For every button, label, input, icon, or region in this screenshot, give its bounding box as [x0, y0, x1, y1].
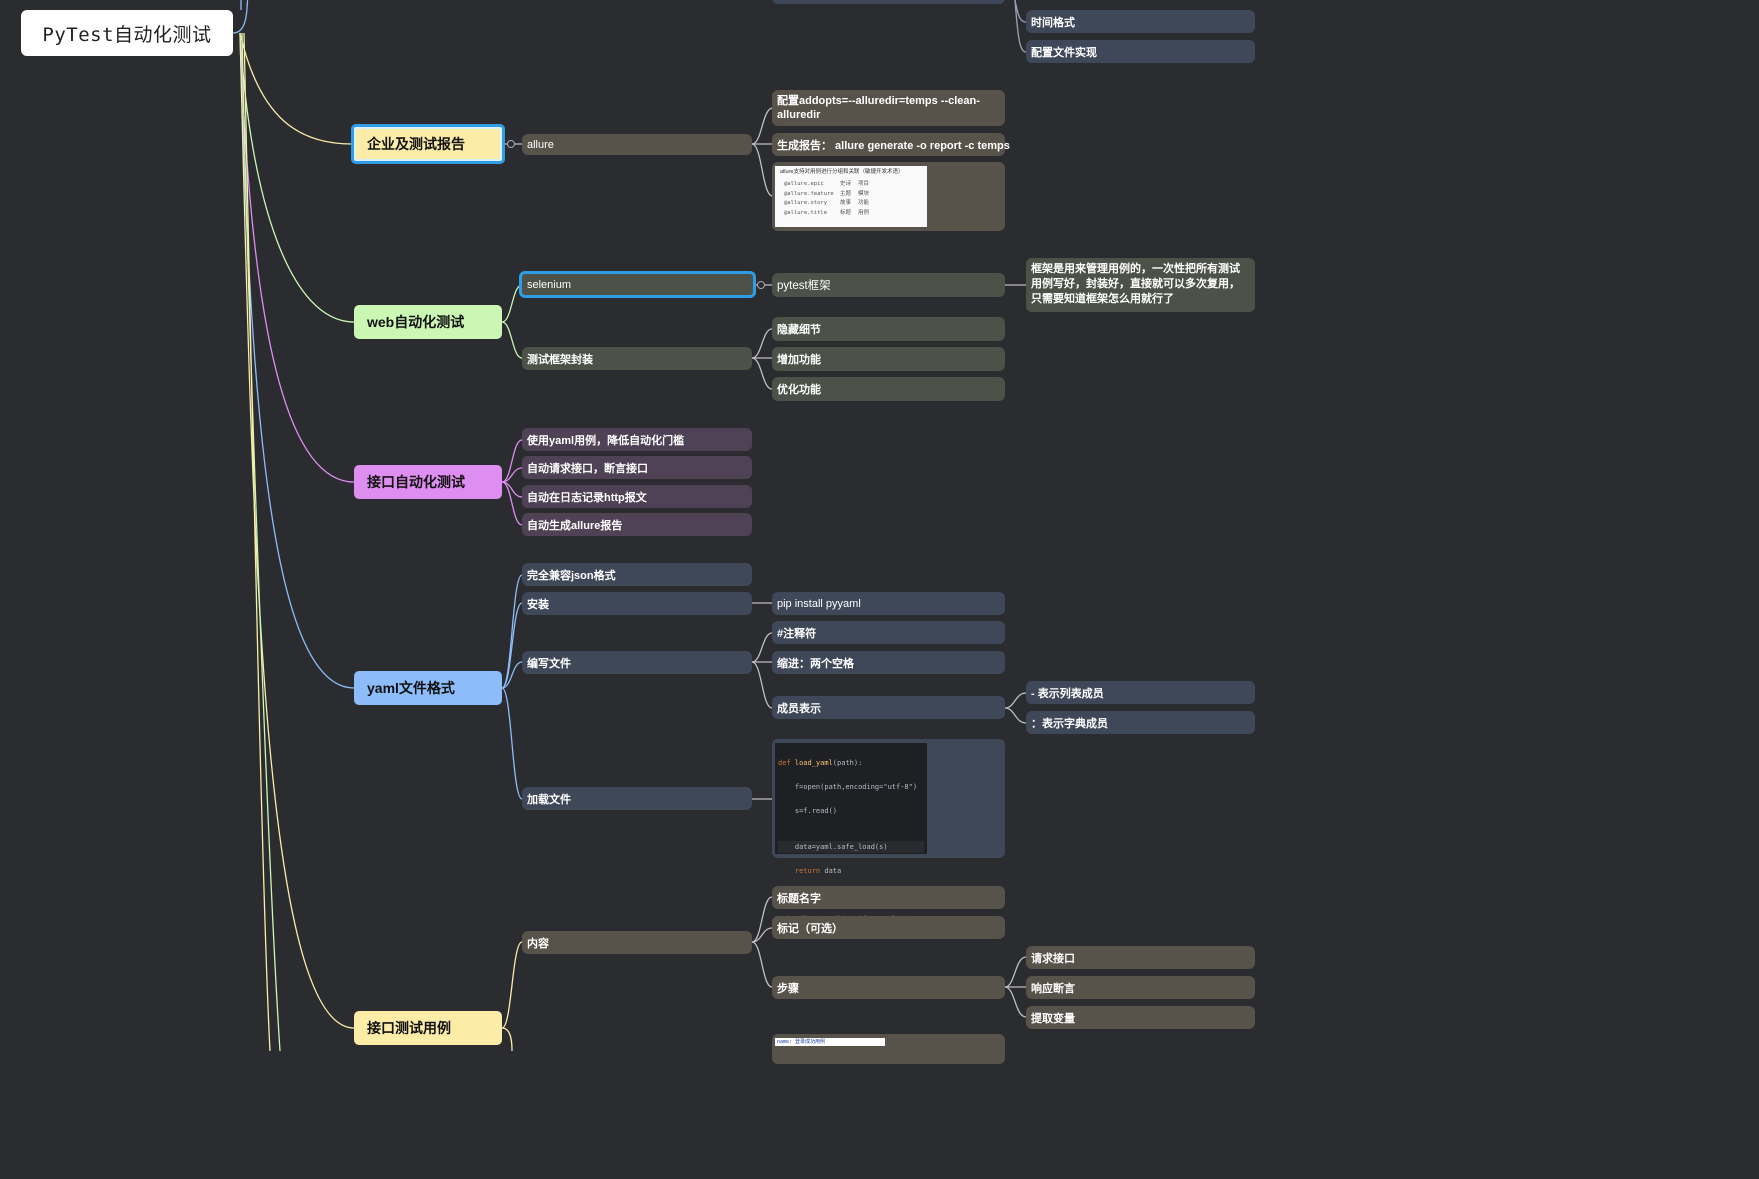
node-request-api[interactable]: 请求接口	[1026, 946, 1255, 969]
topic-web-automation[interactable]: web自动化测试	[354, 305, 502, 339]
node-api-item[interactable]: 自动生成allure报告	[522, 513, 752, 536]
node-install[interactable]: 安装	[522, 592, 752, 615]
node-allure[interactable]: allure	[522, 134, 752, 155]
node-extract-variable[interactable]: 提取变量	[1026, 1006, 1255, 1029]
topic-report[interactable]: 企业及测试报告	[351, 124, 505, 164]
image-cell: @allure.title	[784, 209, 828, 216]
node-mark-optional[interactable]: 标记（可选）	[772, 916, 1005, 939]
load-yaml-code-image: def load_yaml(path): f=open(path,encodin…	[775, 743, 927, 923]
node-pytest-framework[interactable]: pytest框架	[772, 273, 1005, 297]
code-keyword: def	[778, 759, 795, 767]
partial-node-top[interactable]	[772, 0, 1005, 4]
node-framework-note[interactable]: 框架是用来管理用例的，一次性把所有测试用例写好，封装好，直接就可以多次复用，只需…	[1026, 258, 1255, 312]
node-optimize-features[interactable]: 优化功能	[772, 377, 1005, 401]
node-add-features[interactable]: 增加功能	[772, 347, 1005, 371]
node-framework-encapsulation[interactable]: 测试框架封装	[522, 347, 752, 370]
code-text: data	[824, 867, 842, 875]
testcase-snippet-image: name: 登录成功用例	[775, 1038, 885, 1046]
image-cell: @allure.epic	[784, 181, 824, 187]
topic-yaml-format[interactable]: yaml文件格式	[354, 671, 502, 705]
collapse-toggle-icon[interactable]	[507, 140, 515, 148]
image-cell: 史诗	[840, 181, 852, 187]
node-api-item[interactable]: 使用yaml用例，降低自动化门槛	[522, 428, 752, 451]
code-function: load_yaml	[794, 759, 833, 767]
node-addopts[interactable]: 配置addopts=--alluredir=temps --clean-allu…	[772, 90, 1005, 126]
node-api-item[interactable]: 自动在日志记录http报文	[522, 485, 752, 508]
connector-lines	[232, 0, 1027, 1051]
node-write-file[interactable]: 编写文件	[522, 651, 752, 674]
node-members[interactable]: 成员表示	[772, 696, 1005, 719]
image-cell: 标题	[840, 209, 852, 216]
node-response-assert[interactable]: 响应断言	[1026, 976, 1255, 999]
node-steps[interactable]: 步骤	[772, 976, 1005, 999]
code-line: s=f.read()	[778, 807, 838, 815]
node-time-format[interactable]: 时间格式	[1026, 10, 1255, 33]
node-selenium[interactable]: selenium	[519, 271, 756, 298]
node-indent[interactable]: 缩进：两个空格	[772, 651, 1005, 674]
topic-api-testcase[interactable]: 接口测试用例	[354, 1011, 502, 1045]
node-config-impl[interactable]: 配置文件实现	[1026, 40, 1255, 63]
node-title-name[interactable]: 标题名字	[772, 886, 1005, 909]
node-list-member[interactable]: - 表示列表成员	[1026, 681, 1255, 704]
allure-grouping-image: allure支持对用例进行分组和关联（敏捷开发术语） @allure.epic 史…	[775, 166, 927, 227]
root-topic[interactable]: PyTest自动化测试	[21, 10, 233, 56]
image-heading: allure支持对用例进行分组和关联（敏捷开发术语）	[780, 169, 904, 175]
code-line: f=open(path,encoding="utf-8")	[778, 783, 918, 791]
node-hide-details[interactable]: 隐藏细节	[772, 317, 1005, 341]
image-cell: 模块	[858, 190, 870, 197]
code-keyword: return	[778, 867, 825, 875]
node-content[interactable]: 内容	[522, 931, 752, 954]
topic-api-automation[interactable]: 接口自动化测试	[354, 465, 502, 499]
image-cell: 用例	[858, 209, 870, 216]
node-api-item[interactable]: 自动请求接口，断言接口	[522, 456, 752, 479]
image-cell: @allure.feature	[784, 190, 834, 197]
image-cell: 项目	[858, 181, 870, 187]
collapse-toggle-icon[interactable]	[757, 281, 765, 289]
node-comment[interactable]: #注释符	[772, 621, 1005, 644]
node-install-command[interactable]: pip install pyyaml	[772, 592, 1005, 615]
code-line: data=yaml.safe_load(s)	[778, 841, 924, 853]
image-cell: 功能	[858, 200, 870, 206]
node-json-compat[interactable]: 完全兼容json格式	[522, 563, 752, 586]
image-cell: 故事	[840, 200, 852, 206]
image-cell: 主题	[840, 190, 852, 197]
node-dict-member[interactable]: ：表示字典成员	[1026, 711, 1255, 734]
code-text: (path):	[832, 759, 863, 767]
node-load-file[interactable]: 加载文件	[522, 787, 752, 810]
node-generate-report[interactable]: 生成报告： allure generate -o report -c temps	[772, 133, 1010, 156]
image-cell: @allure.story	[784, 200, 828, 206]
